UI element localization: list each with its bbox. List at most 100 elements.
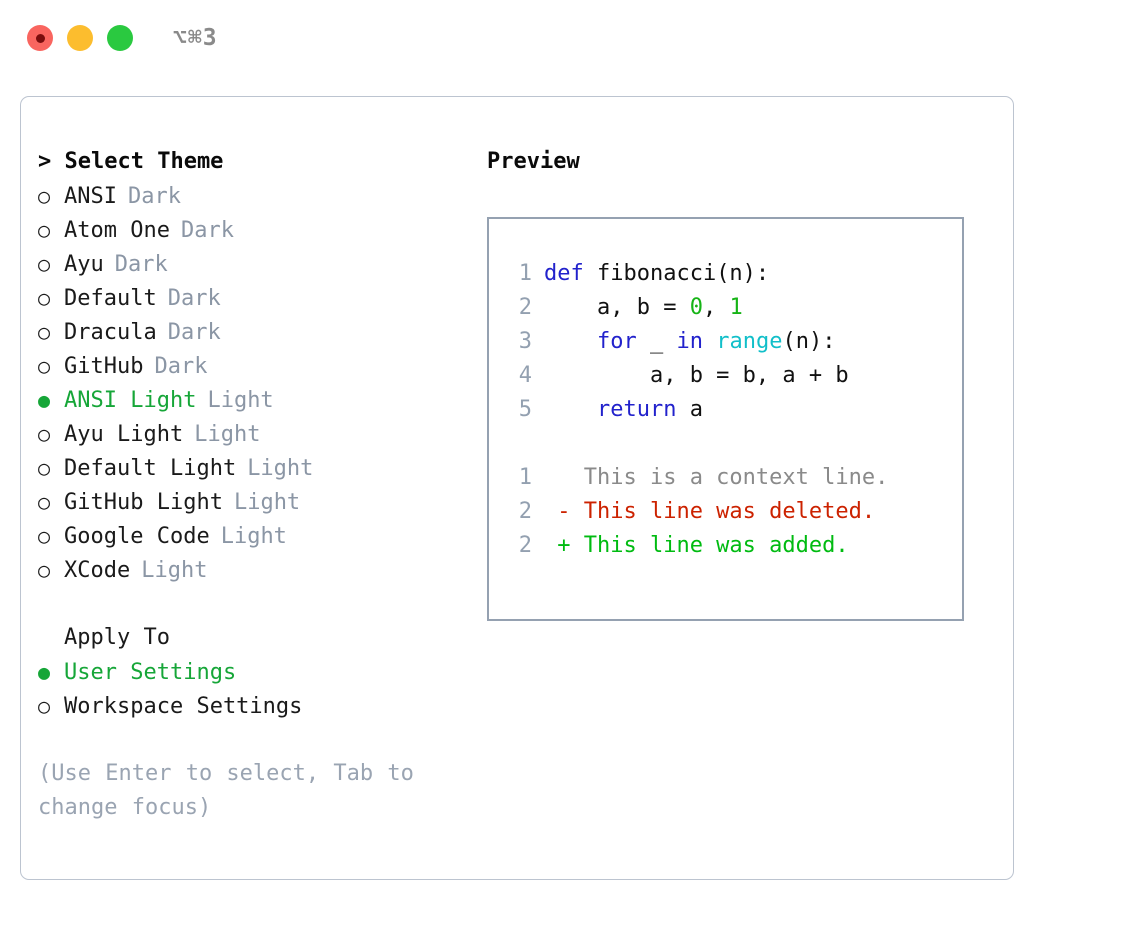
radio-selected-icon[interactable]: ● [38, 660, 51, 684]
radio-unselected-icon[interactable]: ○ [38, 558, 51, 582]
code-line: 4 a, b = b, a + b [489, 359, 962, 393]
radio-selected-icon[interactable]: ● [38, 388, 51, 412]
theme-option-ansi[interactable]: ○ ANSI Dark [38, 179, 483, 213]
theme-option-ansi-light[interactable]: ● ANSI Light Light [38, 383, 483, 417]
theme-option-label: GitHub [64, 354, 144, 379]
radio-unselected-icon[interactable]: ○ [38, 422, 51, 446]
minimize-button[interactable] [67, 25, 93, 51]
apply-to-option-workspace-settings[interactable]: ○ Workspace Settings [38, 689, 483, 723]
code-token: a [676, 397, 703, 422]
theme-option-label: GitHub Light [64, 490, 223, 515]
preview-header: Preview [487, 149, 580, 174]
theme-option-variant: Light [207, 388, 274, 413]
diff-line-add: 2 + This line was added. [489, 529, 962, 563]
maximize-button[interactable] [107, 25, 133, 51]
theme-option-atom-one[interactable]: ○ Atom One Dark [38, 213, 483, 247]
code-token: (n): [782, 329, 836, 354]
code-line: 2 a, b = 0, 1 [489, 291, 962, 325]
radio-unselected-icon[interactable]: ○ [38, 252, 51, 276]
close-button[interactable] [27, 25, 53, 51]
code-token: 1 [729, 295, 743, 320]
section-spacer [38, 587, 483, 621]
code-token: range [716, 329, 783, 354]
diff-line-del: 2 - This line was deleted. [489, 495, 962, 529]
code-line: 1 def fibonacci(n): [489, 257, 962, 291]
theme-option-variant: Dark [154, 354, 208, 379]
theme-option-variant: Dark [114, 252, 168, 277]
theme-option-variant: Light [220, 524, 287, 549]
theme-option-ayu[interactable]: ○ Ayu Dark [38, 247, 483, 281]
code-token: fibonacci(n): [596, 261, 770, 286]
theme-option-github-light[interactable]: ○ GitHub Light Light [38, 485, 483, 519]
theme-option-variant: Dark [127, 184, 181, 209]
code-diff-separator [489, 427, 962, 461]
code-token [544, 329, 597, 354]
radio-unselected-icon[interactable]: ○ [38, 456, 51, 480]
code-line-number: 1 [518, 261, 532, 286]
code-token: 0 [689, 295, 703, 320]
theme-option-variant: Dark [167, 286, 221, 311]
theme-option-label: Default [64, 286, 157, 311]
apply-to-option-label: User Settings [64, 660, 237, 685]
code-token: a, b = b, a + b [544, 363, 849, 388]
diff-line-number: 1 [518, 465, 532, 490]
radio-unselected-icon[interactable]: ○ [38, 320, 51, 344]
radio-unselected-icon[interactable]: ○ [38, 354, 51, 378]
code-token: in [676, 329, 703, 354]
apply-to-option-label: Workspace Settings [64, 694, 303, 719]
code-token [703, 329, 716, 354]
theme-option-variant: Light [233, 490, 301, 515]
radio-unselected-icon[interactable]: ○ [38, 218, 51, 242]
diff-line-text: - This line was deleted. [544, 499, 876, 524]
theme-option-variant: Light [247, 456, 314, 481]
theme-option-label: Atom One [64, 218, 170, 243]
apply-to-option-user-settings[interactable]: ● User Settings [38, 655, 483, 689]
code-line-number: 4 [518, 363, 532, 388]
theme-option-variant: Dark [167, 320, 221, 345]
keyboard-hint-text: (Use Enter to select, Tab to change focu… [38, 761, 414, 820]
theme-option-default[interactable]: ○ Default Dark [38, 281, 483, 315]
theme-option-variant: Dark [180, 218, 234, 243]
theme-option-xcode[interactable]: ○ XCode Light [38, 553, 483, 587]
diff-line-number: 2 [518, 533, 532, 558]
code-token: _ [636, 329, 677, 354]
theme-option-variant: Light [141, 558, 208, 583]
apply-to-list[interactable]: ● User Settings ○ Workspace Settings [38, 655, 483, 723]
code-token: return [596, 397, 677, 422]
apply-to-header: Apply To [64, 625, 170, 650]
title-bar: ⌥⌘3 [0, 0, 1140, 76]
theme-option-label: Ayu [64, 252, 104, 277]
theme-option-label: ANSI Light [64, 388, 197, 413]
radio-unselected-icon[interactable]: ○ [38, 694, 51, 718]
code-token: a, b = [544, 295, 690, 320]
code-line: 5 return a [489, 393, 962, 427]
hint-spacer [38, 723, 483, 757]
theme-option-label: Default Light [64, 456, 237, 481]
theme-option-label: XCode [64, 558, 131, 583]
radio-unselected-icon[interactable]: ○ [38, 184, 51, 208]
theme-option-label: ANSI [64, 184, 117, 209]
radio-unselected-icon[interactable]: ○ [38, 490, 51, 514]
select-theme-header: > Select Theme [38, 149, 224, 174]
code-token: , [702, 295, 730, 320]
code-line-number: 5 [518, 397, 532, 422]
code-token [544, 397, 597, 422]
keyboard-shortcut-label: ⌥⌘3 [173, 25, 218, 51]
radio-unselected-icon[interactable]: ○ [38, 524, 51, 548]
preview-column: Preview 1 def fibonacci(n): 2 a, b = 0, 1 3… [483, 145, 1013, 825]
diff-line-ctx: 1 This is a context line. [489, 461, 962, 495]
theme-option-default-light[interactable]: ○ Default Light Light [38, 451, 483, 485]
theme-option-github[interactable]: ○ GitHub Dark [38, 349, 483, 383]
code-line-number: 3 [518, 329, 532, 354]
radio-unselected-icon[interactable]: ○ [38, 286, 51, 310]
code-token: def [544, 261, 597, 286]
